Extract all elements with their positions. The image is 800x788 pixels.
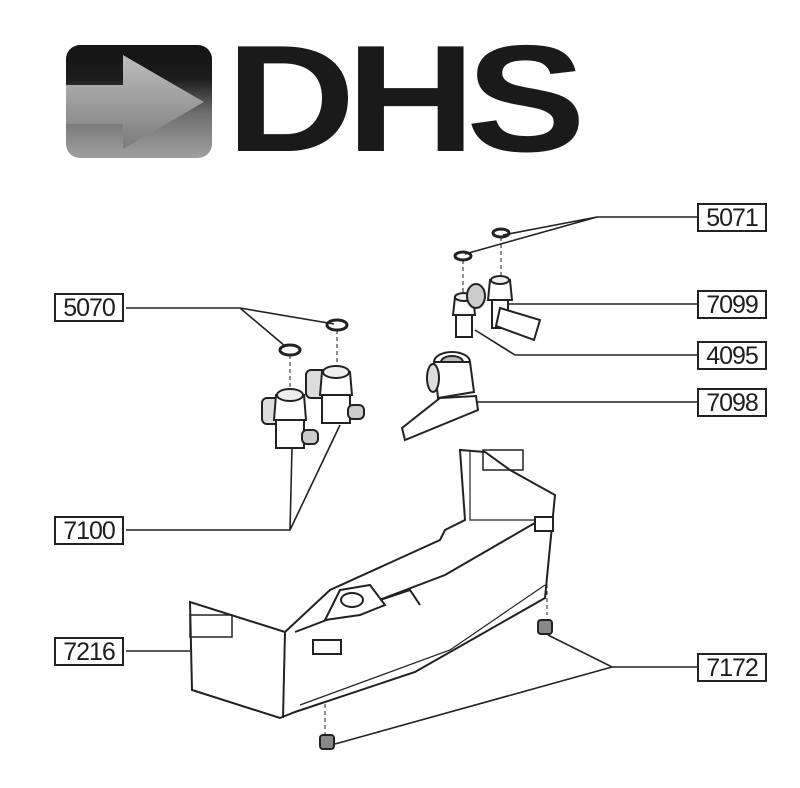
- leader-7172: [334, 634, 697, 745]
- part-label-5071: 5071: [697, 203, 767, 232]
- leader-5071: [464, 216, 697, 255]
- leader-4095: [474, 329, 697, 356]
- part-label-7100: 7100: [54, 516, 124, 545]
- dhs-logo: DHS: [66, 23, 591, 175]
- arrow-right-icon: [66, 45, 212, 158]
- part-label-4095: 4095: [697, 341, 767, 370]
- part-label-7172: 7172: [697, 653, 767, 682]
- logo-text: DHS: [226, 14, 586, 184]
- leader-5070: [126, 307, 335, 347]
- part-label-5070: 5070: [54, 293, 124, 322]
- part-label-7098: 7098: [697, 388, 767, 417]
- part-label-7216: 7216: [54, 637, 124, 666]
- part-label-7099: 7099: [697, 290, 767, 319]
- leader-7100: [126, 424, 341, 531]
